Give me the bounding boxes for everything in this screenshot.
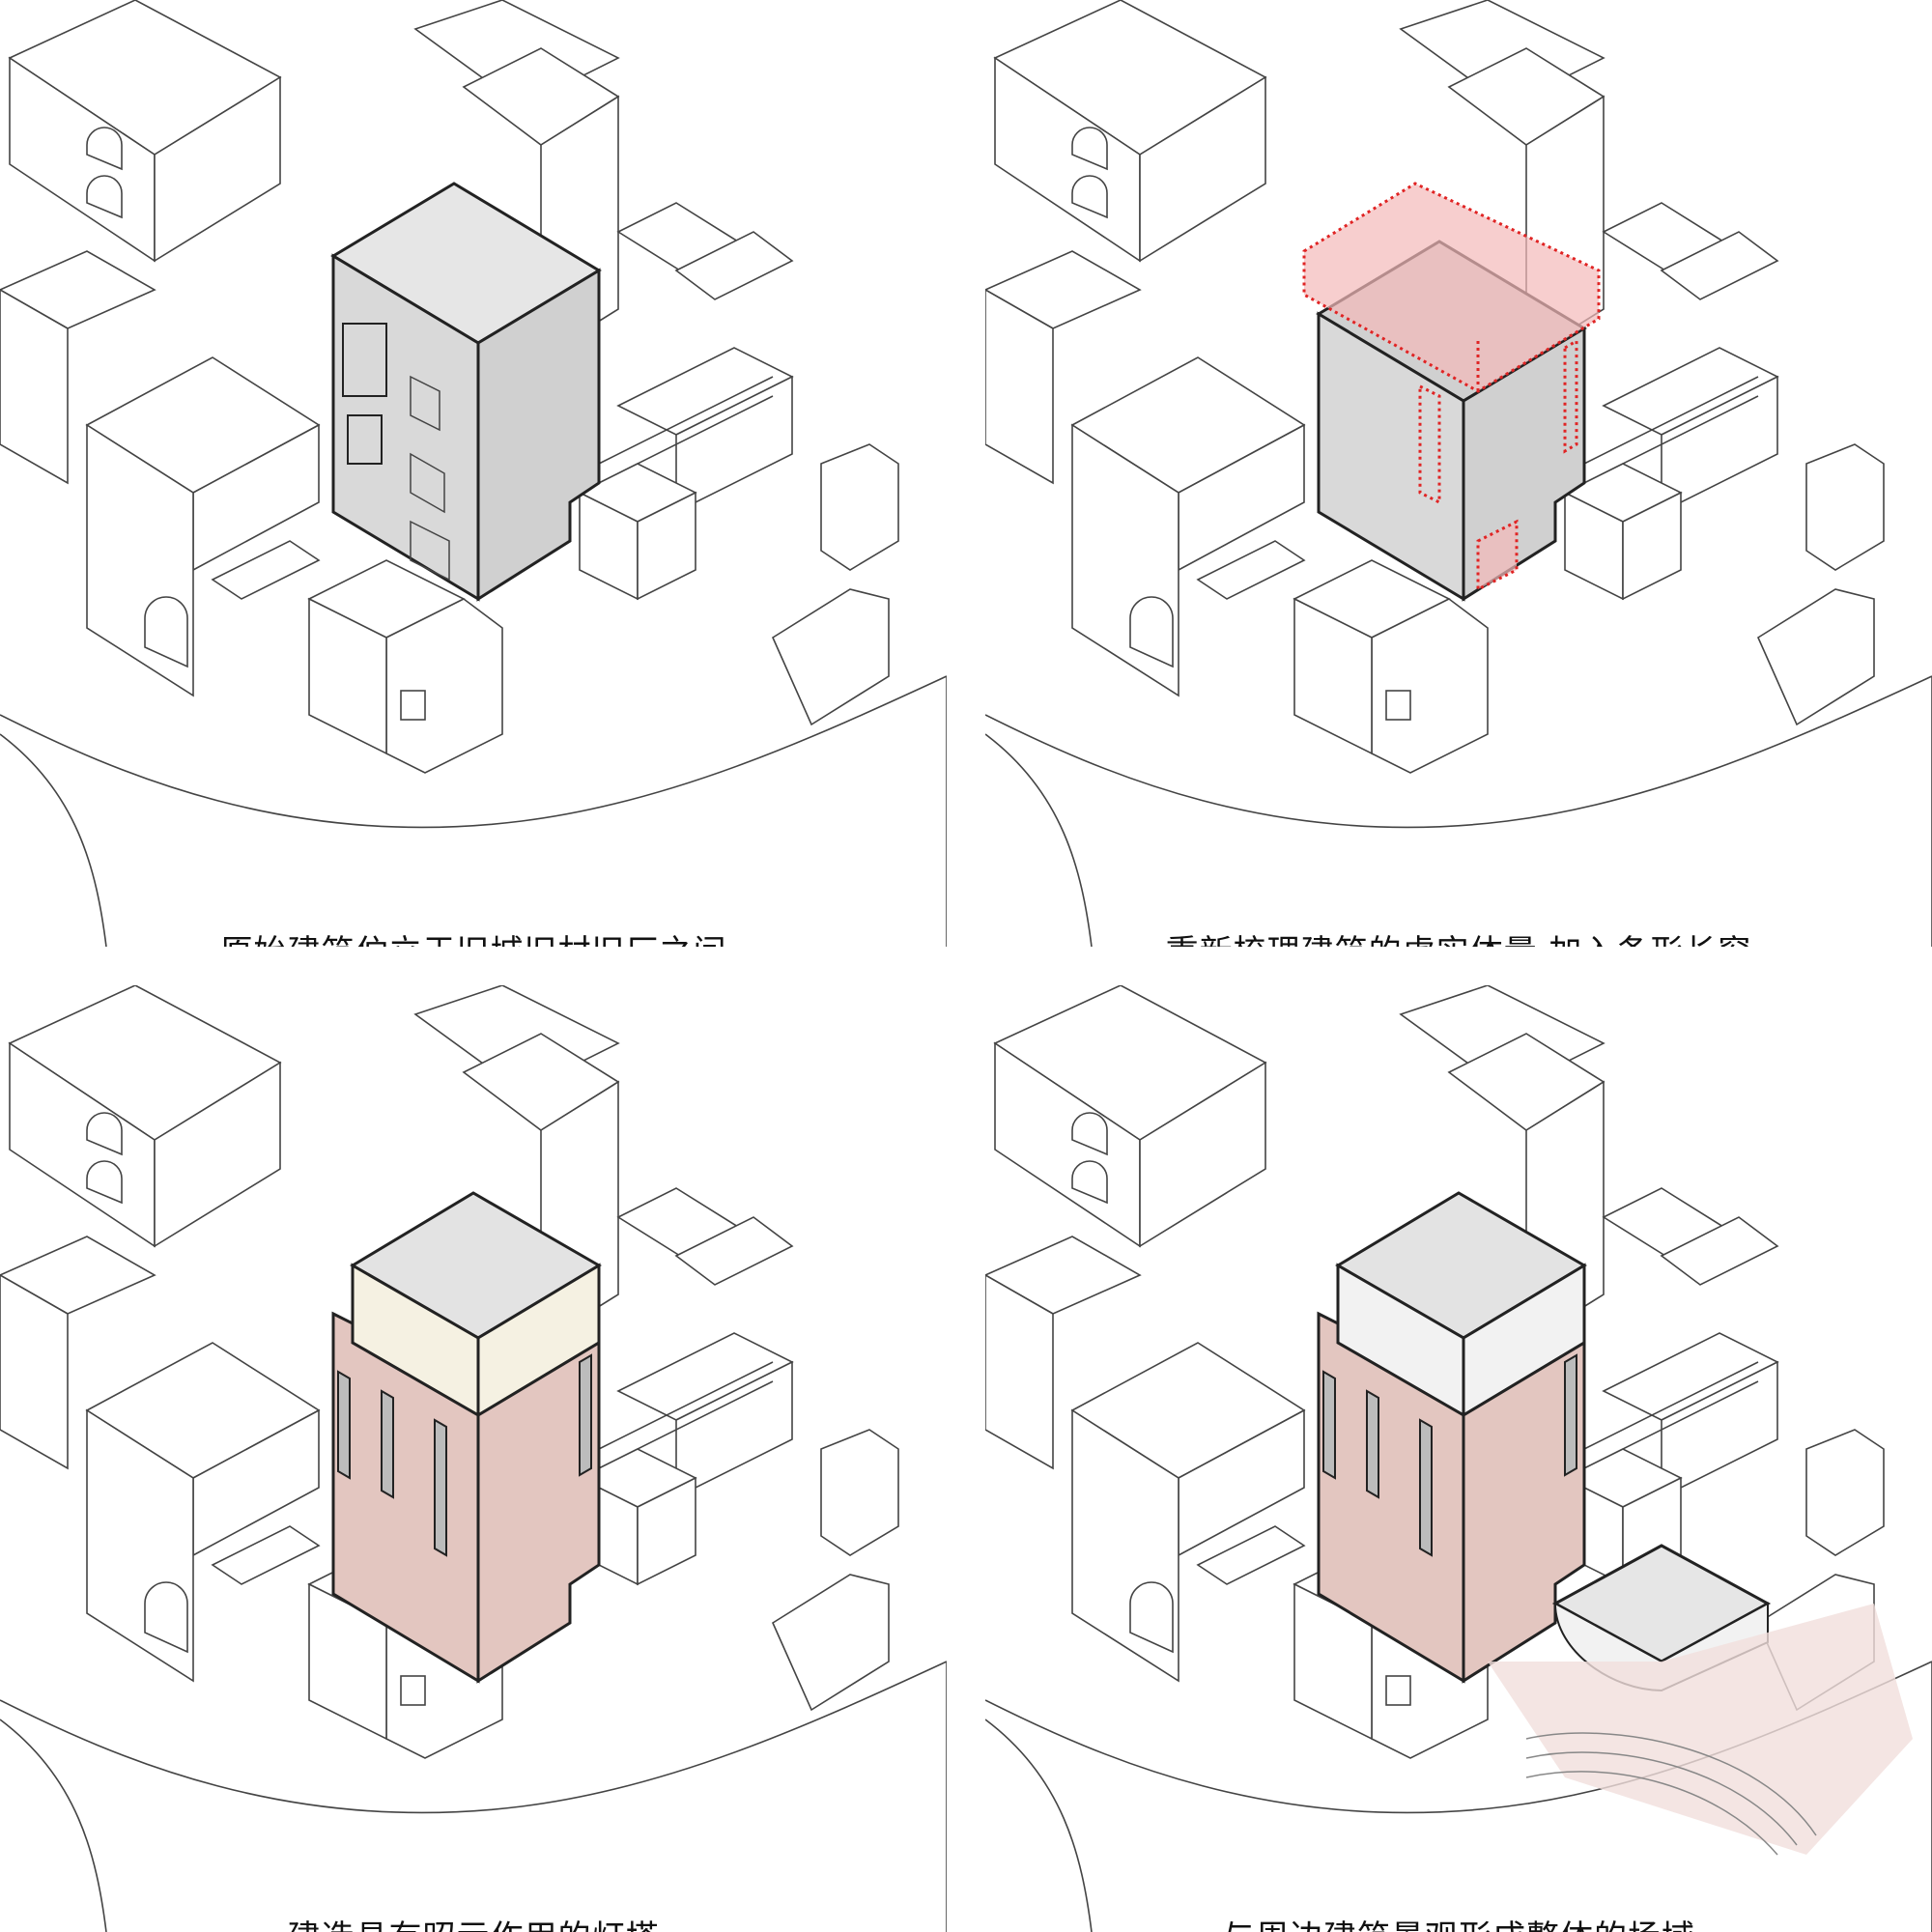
context-shape-24 <box>400 1675 426 1706</box>
context-shape-15 <box>985 1274 1054 1470</box>
panel-caption: 建造具有昭示作用的灯塔 <box>0 1911 947 1932</box>
context-shape-19 <box>144 1581 188 1654</box>
context-shape-28 <box>771 588 890 726</box>
tower-with-volumes <box>1302 182 1601 602</box>
context-shape-12 <box>1583 1361 1759 1450</box>
context-shape-24 <box>1385 1675 1411 1706</box>
context-shape-4 <box>86 1160 123 1205</box>
context-shape-18 <box>86 423 194 697</box>
context-shape-2 <box>154 1061 281 1248</box>
context-shape-27 <box>1622 491 1682 601</box>
context-shape-18 <box>86 1408 194 1683</box>
context-shape-24 <box>400 690 426 721</box>
landscape-area <box>1488 1604 1913 1856</box>
context-shape-23 <box>308 597 387 755</box>
context-shape-4 <box>86 175 123 219</box>
context-shape-27 <box>637 491 696 601</box>
context-shape-12 <box>598 376 774 465</box>
context-shape-15 <box>0 289 69 485</box>
context-shape-31 <box>985 1719 1093 1932</box>
site-tower <box>1317 1191 1587 1684</box>
context-shape-3 <box>86 1112 123 1156</box>
axonometric-drawing <box>0 985 947 1932</box>
context-shape-19 <box>144 596 188 668</box>
context-shape-9 <box>1660 231 1779 300</box>
context-shape-9 <box>674 1216 794 1286</box>
context-shape-29 <box>1805 443 1885 571</box>
original-tower <box>330 182 602 602</box>
diagram-panel-site: 与周边建筑景观形成整体的场域 <box>985 985 1932 1932</box>
context-shape-31 <box>0 733 107 947</box>
panel-caption: 重新梳理建筑的虚实体量 加入条形长窗 <box>985 925 1932 947</box>
context-shape-9 <box>1660 1216 1779 1286</box>
context-shape-30 <box>985 675 1932 829</box>
context-shape-30 <box>0 675 947 829</box>
panel-caption: 与周边建筑景观形成整体的场域 <box>985 1911 1932 1932</box>
context-shape-15 <box>985 289 1054 485</box>
context-shape-18 <box>1071 1408 1179 1683</box>
context-shape-15 <box>0 1274 69 1470</box>
context-shape-24 <box>1385 690 1411 721</box>
diagram-panel-lighthouse: 建造具有昭示作用的灯塔 <box>0 985 947 1932</box>
context-shape-20 <box>1196 540 1306 600</box>
context-shape-30 <box>0 1661 947 1814</box>
context-shape-12 <box>1583 376 1759 465</box>
context-shape-28 <box>1756 588 1875 726</box>
diagram-panel-reorganize: 重新梳理建筑的虚实体量 加入条形长窗 <box>985 0 1932 947</box>
context-shape-31 <box>0 1719 107 1932</box>
context-shape-31 <box>985 733 1093 947</box>
context-shape-23 <box>1293 597 1373 755</box>
context-shape-4 <box>1071 175 1108 219</box>
context-shape-28 <box>771 1574 890 1712</box>
axonometric-drawing <box>0 0 947 947</box>
context-buildings <box>985 0 1932 947</box>
context-shape-12 <box>598 1361 774 1450</box>
context-shape-29 <box>820 1429 899 1556</box>
context-shape-2 <box>154 75 281 263</box>
context-shape-20 <box>211 540 321 600</box>
context-shape-18 <box>1071 423 1179 697</box>
context-shape-29 <box>820 443 899 571</box>
context-shape-2 <box>1139 75 1266 263</box>
context-shape-3 <box>1071 1112 1108 1156</box>
context-shape-9 <box>674 231 794 300</box>
context-shape-19 <box>1129 596 1174 668</box>
context-shape-4 <box>1071 1160 1108 1205</box>
lighthouse-tower <box>331 1191 602 1684</box>
context-shape-20 <box>1196 1525 1306 1585</box>
context-shape-20 <box>211 1525 321 1585</box>
context-shape-3 <box>1071 127 1108 171</box>
context-shape-3 <box>86 127 123 171</box>
context-shape-29 <box>1805 1429 1885 1556</box>
axonometric-drawing <box>985 985 1932 1932</box>
panel-caption: 原始建筑伫立于旧城旧村旧厂之间 <box>0 925 947 947</box>
context-shape-2 <box>1139 1061 1266 1248</box>
context-shape-19 <box>1129 1581 1174 1654</box>
axonometric-drawing <box>985 0 1932 947</box>
diagram-panel-original: 原始建筑伫立于旧城旧村旧厂之间 <box>0 0 947 947</box>
context-shape-27 <box>637 1476 696 1586</box>
